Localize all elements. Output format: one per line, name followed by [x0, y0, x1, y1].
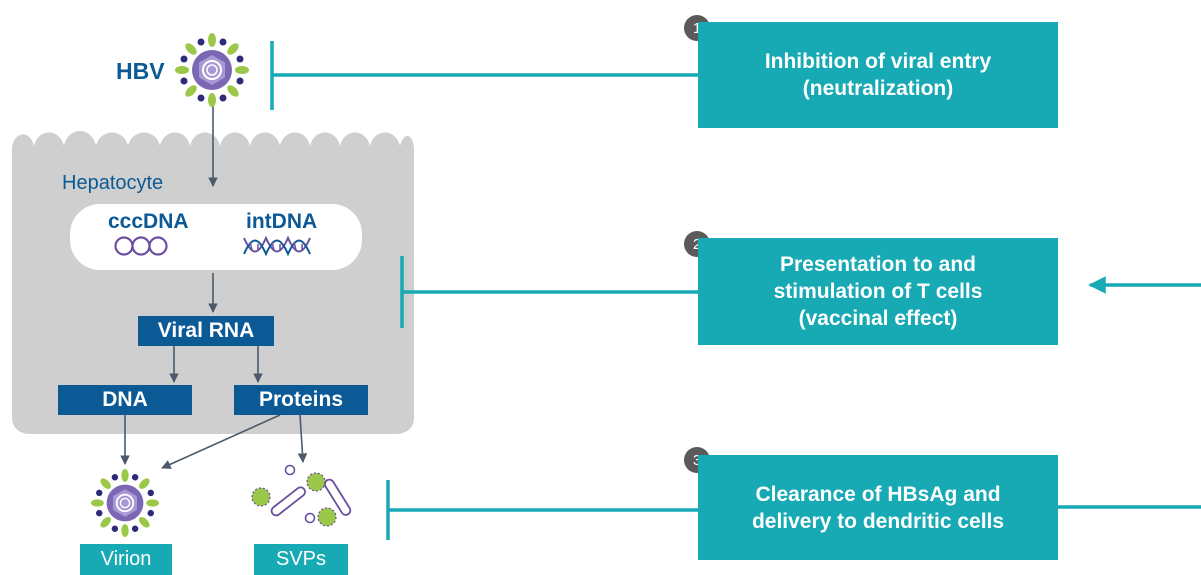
- mechanism-2-line3: (vaccinal effect): [798, 307, 958, 330]
- mechanism-1-line2: (neutralization): [802, 77, 954, 100]
- cccdna-icon: [114, 236, 168, 256]
- mechanism-2-box: Presentation to and stimulation of T cel…: [698, 238, 1058, 345]
- cccdna-label: cccDNA: [108, 210, 189, 233]
- svps-icon: [251, 464, 352, 527]
- intdna-helix-icon: [243, 235, 311, 257]
- hepatocyte-label: Hepatocyte: [62, 172, 164, 194]
- svps-label: SVPs: [254, 544, 348, 575]
- virion-label: Virion: [80, 544, 172, 575]
- virion-icon: [90, 468, 160, 538]
- mechanism-1-line1: Inhibition of viral entry: [764, 50, 992, 73]
- mechanism-3-box: Clearance of HBsAg and delivery to dendr…: [698, 455, 1058, 560]
- mechanism-3-line2: delivery to dendritic cells: [751, 509, 1005, 533]
- proteins-box: Proteins: [234, 385, 368, 415]
- inhibitor-line-3: [386, 480, 700, 540]
- dna-box: DNA: [58, 385, 192, 415]
- inhibitor-line-2: [400, 256, 700, 328]
- pathway-arrows: [120, 100, 308, 469]
- mechanism-3-line1: Clearance of HBsAg and: [755, 482, 1001, 506]
- mechanism-1-box: Inhibition of viral entry (neutralizatio…: [698, 22, 1058, 128]
- intdna-label: intDNA: [246, 210, 318, 233]
- hbv-virus-icon: [175, 33, 249, 107]
- hbv-label: HBV: [116, 58, 165, 84]
- inhibitor-line-1: [270, 41, 700, 110]
- mechanism-2-line1: Presentation to and: [779, 253, 977, 276]
- mechanism-2-line2: stimulation of T cells: [773, 280, 983, 303]
- viral-rna-box: Viral RNA: [138, 316, 274, 346]
